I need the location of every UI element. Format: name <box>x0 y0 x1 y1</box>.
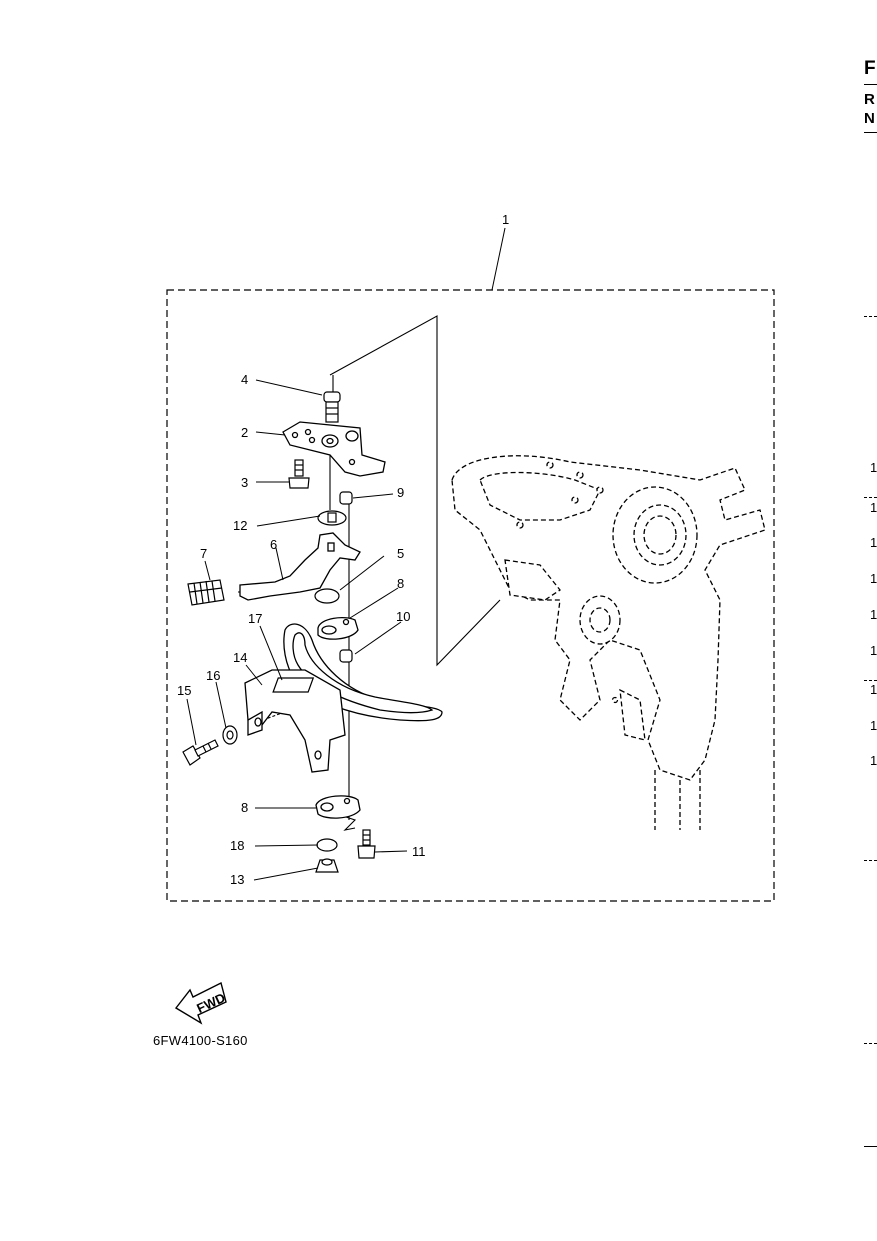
label-14: 14 <box>233 650 247 665</box>
edge-dash-1 <box>864 316 877 317</box>
edge-digit-5: 1 <box>870 607 877 622</box>
alignment-lines <box>238 315 501 831</box>
edge-dash-2 <box>864 497 877 498</box>
collar-part-10 <box>339 649 353 663</box>
edge-dash-4 <box>864 860 877 861</box>
washer-part-16 <box>222 725 238 745</box>
bolt-part-11 <box>357 829 376 859</box>
label-7: 7 <box>200 546 207 561</box>
label-3: 3 <box>241 475 248 490</box>
label-2: 2 <box>241 425 248 440</box>
edge-digit-4: 1 <box>870 571 877 586</box>
grip-part-7 <box>187 579 225 606</box>
label-17: 17 <box>248 611 262 626</box>
edge-digit-7: 1 <box>870 682 877 697</box>
bolt-part-3 <box>288 459 310 489</box>
bushing-part-8-upper <box>317 617 359 640</box>
label-11: 11 <box>412 844 426 859</box>
edge-digit-3: 1 <box>870 535 877 550</box>
label-13: 13 <box>230 872 244 887</box>
edge-digit-2: 1 <box>870 500 877 515</box>
label-15: 15 <box>177 683 191 698</box>
edge-letter-f: F <box>864 58 876 79</box>
screw-part-4 <box>323 391 341 423</box>
arm-part-6 <box>239 532 361 601</box>
edge-digit-8: 1 <box>870 718 877 733</box>
washer-part-5 <box>314 588 340 604</box>
nut-part-13 <box>315 858 339 873</box>
part-number-labels: 1 2 3 4 5 6 7 8 9 10 11 12 13 14 15 16 1… <box>177 212 509 887</box>
collar-part-9 <box>339 491 353 505</box>
label-16: 16 <box>206 668 220 683</box>
edge-dash-5 <box>864 1043 877 1044</box>
edge-rule-1 <box>864 84 877 85</box>
label-5: 5 <box>397 546 404 561</box>
edge-rule-3 <box>864 1146 877 1147</box>
washer-part-12 <box>317 510 347 526</box>
bushing-part-8-lower <box>315 795 361 819</box>
edge-rule-2 <box>864 132 877 133</box>
plate-part-2 <box>282 421 386 477</box>
assembly-boundary <box>166 289 775 902</box>
bolt-part-15 <box>182 739 219 766</box>
label-1: 1 <box>502 212 509 227</box>
edge-digit-9: 1 <box>870 753 877 768</box>
fwd-arrow-icon: FWD <box>174 981 227 1025</box>
label-10: 10 <box>396 609 410 624</box>
label-8-lower: 8 <box>241 800 248 815</box>
swivel-bracket-housing <box>451 455 766 830</box>
label-4: 4 <box>241 372 248 387</box>
edge-digit-1: 1 <box>870 460 877 475</box>
label-6: 6 <box>270 537 277 552</box>
drawing-code: 6FW4100-S160 <box>153 1033 248 1048</box>
label-9: 9 <box>397 485 404 500</box>
edge-digit-6: 1 <box>870 643 877 658</box>
washer-part-18 <box>316 838 338 852</box>
edge-letter-r: R <box>864 91 875 108</box>
bracket-part-14 <box>244 669 346 773</box>
label-8-upper: 8 <box>397 576 404 591</box>
label-18: 18 <box>230 838 244 853</box>
label-12: 12 <box>233 518 247 533</box>
edge-dash-3 <box>864 680 877 681</box>
label-leader-lines <box>186 227 506 881</box>
edge-letter-n: N <box>864 110 875 127</box>
